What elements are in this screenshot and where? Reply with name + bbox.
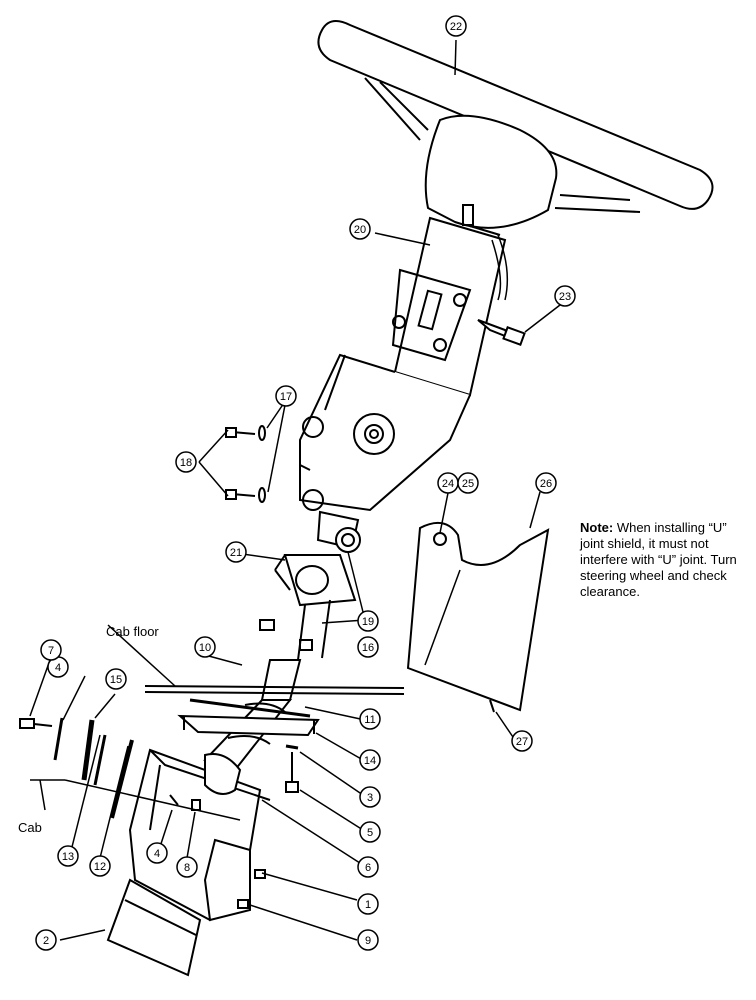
- callout-number: 11: [364, 714, 375, 726]
- callout-22: 22: [445, 15, 467, 37]
- callout-16: 16: [357, 636, 379, 658]
- callout-18: 18: [175, 451, 197, 473]
- callout-number: 19: [362, 616, 374, 628]
- leader-lines: [29, 39, 561, 941]
- screw: [285, 744, 299, 793]
- note-text: When installing “U” joint shield, it mus…: [580, 520, 737, 599]
- callout-number: 25: [462, 478, 474, 490]
- callout-number: 10: [199, 642, 211, 654]
- callout-24: 24: [437, 472, 459, 494]
- callout-number: 9: [365, 935, 371, 947]
- callout-number: 18: [180, 457, 192, 469]
- callout-3: 3: [359, 786, 381, 808]
- callout-number: 12: [94, 861, 106, 873]
- cab-floor-label: Cab floor: [106, 624, 159, 639]
- clip: [477, 319, 526, 346]
- callout-13: 13: [57, 845, 79, 867]
- callout-number: 4: [55, 662, 61, 674]
- note-heading: Note:: [580, 520, 614, 535]
- callout-5: 5: [359, 821, 381, 843]
- callout-26: 26: [535, 472, 557, 494]
- steering-wheel: [317, 20, 714, 229]
- callout-14: 14: [359, 749, 381, 771]
- callout-6: 6: [357, 856, 379, 878]
- callout-number: 4: [154, 848, 160, 860]
- callout-17: 17: [275, 385, 297, 407]
- cab-label: Cab: [18, 820, 42, 835]
- steering-gearbox: [106, 748, 271, 977]
- u-joint-shield: [406, 521, 550, 713]
- callout-11: 11: [359, 708, 381, 730]
- cab-floor: [107, 624, 405, 695]
- callout-19: 19: [357, 610, 379, 632]
- callout-number: 22: [450, 21, 462, 33]
- installation-note: Note: When installing “U” joint shield, …: [580, 520, 750, 600]
- shims: [19, 717, 241, 821]
- callout-layer: 1234456789101112131415161718192021222324…: [35, 15, 576, 951]
- u-joint: [259, 510, 361, 661]
- callout-12: 12: [89, 855, 111, 877]
- callout-number: 14: [364, 755, 376, 767]
- callout-number: 27: [516, 736, 528, 748]
- callout-number: 15: [110, 674, 122, 686]
- callout-number: 2: [43, 935, 49, 947]
- callout-number: 3: [367, 792, 373, 804]
- lower-shaft: [203, 659, 302, 772]
- callout-27: 27: [511, 730, 533, 752]
- callout-number: 20: [354, 224, 366, 236]
- callout-number: 26: [540, 478, 552, 490]
- callout-23: 23: [554, 285, 576, 307]
- callout-number: 8: [184, 862, 190, 874]
- callout-number: 5: [367, 827, 373, 839]
- callout-4: 4: [146, 842, 168, 864]
- callout-21: 21: [225, 541, 247, 563]
- callout-15: 15: [105, 668, 127, 690]
- floor-seal: [177, 698, 320, 737]
- callout-8: 8: [176, 856, 198, 878]
- callout-2: 2: [35, 929, 57, 951]
- callout-10: 10: [194, 636, 216, 658]
- steering-column-housing: [299, 204, 509, 512]
- mounting-bolts: [225, 425, 266, 503]
- callout-1: 1: [357, 893, 379, 915]
- callout-number: 16: [362, 642, 374, 654]
- callout-number: 21: [230, 547, 242, 559]
- callout-number: 23: [559, 291, 571, 303]
- callout-20: 20: [349, 218, 371, 240]
- callout-25: 25: [457, 472, 479, 494]
- callout-number: 13: [62, 851, 74, 863]
- callout-9: 9: [357, 929, 379, 951]
- callout-number: 1: [365, 899, 371, 911]
- callout-7: 7: [40, 639, 62, 661]
- callout-number: 24: [442, 478, 454, 490]
- callout-number: 6: [365, 862, 371, 874]
- callout-number: 7: [48, 645, 54, 657]
- callout-number: 17: [280, 391, 292, 403]
